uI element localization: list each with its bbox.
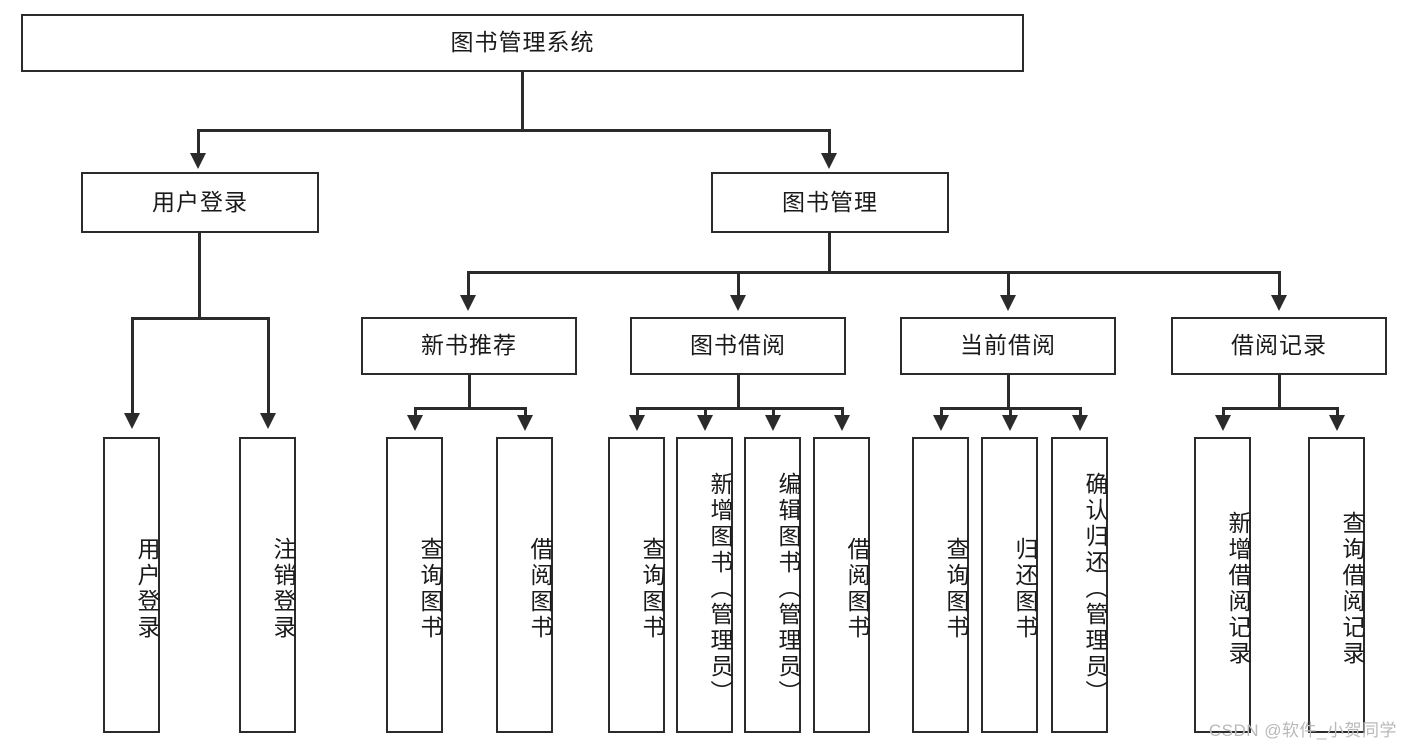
arrow-user-login-to-leaf-1	[124, 413, 140, 429]
edge-root-bus	[197, 129, 829, 132]
node-label: 图书管理系统	[450, 29, 595, 56]
leaf-user-login-logout[interactable]: 注销登录	[239, 437, 296, 733]
edge-root-to-book-management	[828, 129, 831, 157]
node-book-borrow[interactable]: 图书借阅	[630, 317, 846, 375]
edge-borrow-record-stem	[1278, 375, 1281, 409]
edge-bb-to-leaf-1	[636, 407, 639, 419]
leaf-label: 借阅图书	[844, 537, 870, 641]
leaf-br-query-record[interactable]: 查询借阅记录	[1308, 437, 1365, 733]
edge-user-login-to-leaf-1	[131, 317, 134, 417]
node-borrow-record[interactable]: 借阅记录	[1171, 317, 1387, 375]
node-current-borrow[interactable]: 当前借阅	[900, 317, 1116, 375]
arrow-cb-to-leaf-2	[1002, 415, 1018, 431]
edge-root-stem	[521, 72, 524, 131]
edge-user-login-bus	[131, 317, 267, 320]
arrow-nbr-to-leaf-1	[407, 415, 423, 431]
arrow-user-login-to-leaf-2	[260, 413, 276, 429]
node-user-login[interactable]: 用户登录	[81, 172, 319, 233]
leaf-label: 查询借阅记录	[1339, 511, 1365, 667]
node-label: 用户登录	[152, 188, 248, 215]
node-label: 图书管理	[782, 188, 878, 215]
edge-cb-to-leaf-1	[940, 407, 943, 419]
edge-br-to-leaf-1	[1222, 407, 1225, 419]
leaf-bb-edit-book-admin[interactable]: 编辑图书（管理员）	[744, 437, 801, 733]
edge-current-borrow-stem	[1007, 375, 1010, 409]
node-label: 当前借阅	[960, 332, 1056, 359]
edge-book-borrow-stem	[737, 375, 740, 409]
leaf-label: 新增借阅记录	[1225, 511, 1251, 667]
edge-cb-to-leaf-2	[1009, 407, 1012, 419]
leaf-bb-query-book[interactable]: 查询图书	[608, 437, 665, 733]
edge-user-login-to-leaf-2	[267, 317, 270, 417]
arrow-root-to-user-login	[190, 153, 206, 169]
edge-book-borrow-bus	[636, 407, 841, 410]
edge-root-to-user-login	[197, 129, 200, 157]
edge-book-management-stem	[828, 233, 831, 273]
edge-user-login-stem	[198, 233, 201, 319]
leaf-label: 查询图书	[639, 537, 665, 641]
leaf-bb-borrow-book[interactable]: 借阅图书	[813, 437, 870, 733]
leaf-label: 查询图书	[943, 537, 969, 641]
node-root-book-management-system[interactable]: 图书管理系统	[21, 14, 1024, 72]
node-label: 借阅记录	[1231, 332, 1327, 359]
node-book-management[interactable]: 图书管理	[711, 172, 949, 233]
leaf-br-add-record[interactable]: 新增借阅记录	[1194, 437, 1251, 733]
leaf-label: 编辑图书（管理员）	[775, 472, 801, 706]
arrow-to-book-borrow	[730, 295, 746, 311]
arrow-bb-to-leaf-3	[765, 415, 781, 431]
arrow-bb-to-leaf-1	[629, 415, 645, 431]
arrow-cb-to-leaf-1	[933, 415, 949, 431]
leaf-nbr-query-book[interactable]: 查询图书	[386, 437, 443, 733]
arrow-root-to-book-management	[821, 153, 837, 169]
arrow-nbr-to-leaf-2	[517, 415, 533, 431]
edge-br-to-leaf-2	[1336, 407, 1339, 419]
leaf-bb-add-book-admin[interactable]: 新增图书（管理员）	[676, 437, 733, 733]
edge-new-book-recommend-bus	[414, 407, 524, 410]
edge-nbr-to-leaf-1	[414, 407, 417, 419]
node-label: 新书推荐	[421, 332, 517, 359]
arrow-to-borrow-record	[1271, 295, 1287, 311]
leaf-user-login-login[interactable]: 用户登录	[103, 437, 160, 733]
leaf-label: 注销登录	[270, 537, 296, 641]
arrow-to-current-borrow	[1000, 295, 1016, 311]
arrow-bb-to-leaf-2	[697, 415, 713, 431]
edge-to-book-borrow	[737, 271, 740, 299]
leaf-cb-return-book[interactable]: 归还图书	[981, 437, 1038, 733]
arrow-bb-to-leaf-4	[834, 415, 850, 431]
leaf-label: 归还图书	[1012, 537, 1038, 641]
leaf-cb-query-book[interactable]: 查询图书	[912, 437, 969, 733]
leaf-label: 用户登录	[134, 537, 160, 641]
node-new-book-recommend[interactable]: 新书推荐	[361, 317, 577, 375]
edge-bb-to-leaf-4	[841, 407, 844, 419]
edge-bb-to-leaf-3	[772, 407, 775, 419]
leaf-label: 确认归还（管理员）	[1082, 472, 1108, 706]
arrow-br-to-leaf-1	[1215, 415, 1231, 431]
arrow-cb-to-leaf-3	[1072, 415, 1088, 431]
edge-to-current-borrow	[1007, 271, 1010, 299]
edge-level3-bus	[467, 271, 1281, 274]
edge-to-borrow-record	[1278, 271, 1281, 299]
edge-new-book-recommend-stem	[468, 375, 471, 409]
edge-cb-to-leaf-3	[1079, 407, 1082, 419]
edge-borrow-record-bus	[1222, 407, 1336, 410]
edge-to-new-book-recommend	[467, 271, 470, 299]
leaf-cb-confirm-return-admin[interactable]: 确认归还（管理员）	[1051, 437, 1108, 733]
arrow-to-new-book-recommend	[460, 295, 476, 311]
node-label: 图书借阅	[690, 332, 786, 359]
leaf-label: 借阅图书	[527, 537, 553, 641]
leaf-nbr-borrow-book[interactable]: 借阅图书	[496, 437, 553, 733]
edge-nbr-to-leaf-2	[524, 407, 527, 419]
edge-bb-to-leaf-2	[704, 407, 707, 419]
leaf-label: 新增图书（管理员）	[707, 472, 733, 706]
leaf-label: 查询图书	[417, 537, 443, 641]
arrow-br-to-leaf-2	[1329, 415, 1345, 431]
